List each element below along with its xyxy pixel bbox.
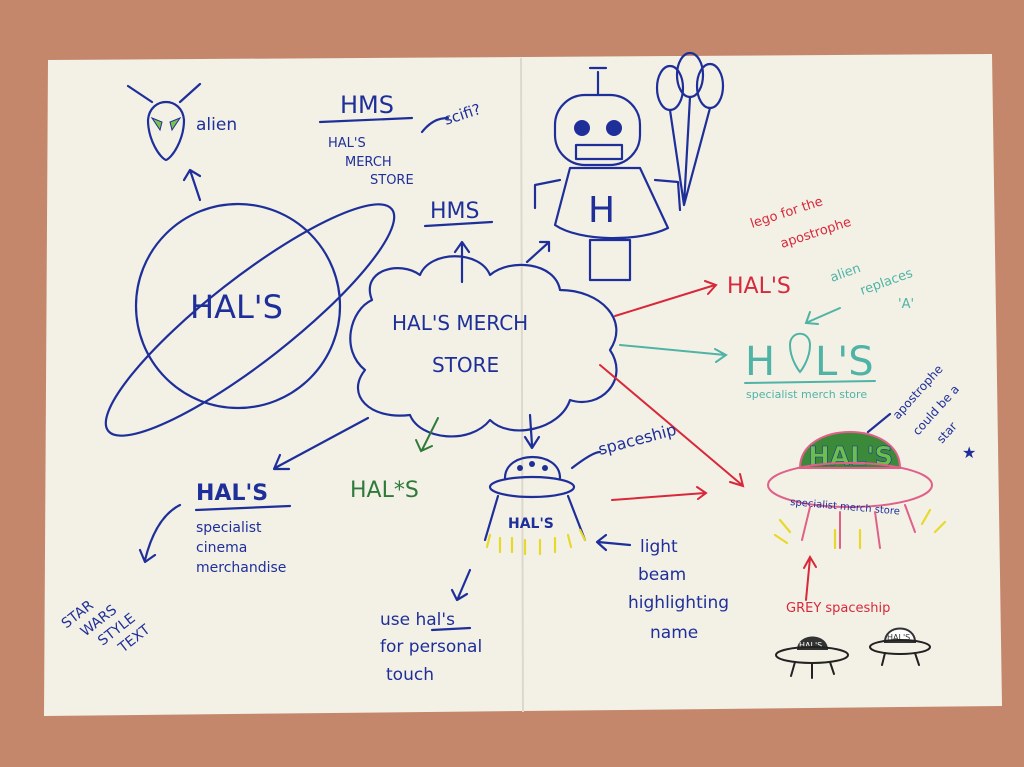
paper-fold: [520, 57, 524, 713]
center-line-2: STORE: [432, 353, 499, 377]
grey-ufo-2-logo: HAL'S: [887, 633, 910, 642]
cinema-logo: HAL'S: [196, 481, 268, 506]
hms-sub-1: HAL'S: [328, 136, 366, 151]
robot-doodle: H: [525, 51, 725, 282]
grey-ufo-1: HAL'S: [775, 636, 849, 679]
alien-label: alien: [196, 115, 237, 135]
hms-mid-title: HMS: [430, 199, 480, 224]
personal-line-3: touch: [386, 665, 434, 685]
ufo-logo-text: HAL'S: [808, 442, 893, 472]
grey-spaceship-label: GREY spaceship: [786, 601, 890, 616]
alien-logo: H L'S specialist merch store: [744, 332, 876, 401]
beam-line-3: highlighting: [628, 593, 729, 613]
robot-letter: H: [588, 190, 615, 231]
alien-logo-rest: L'S: [815, 339, 874, 385]
hms-sub-2: MERCH: [345, 155, 392, 170]
spaceship-doodle: HAL'S: [483, 456, 587, 556]
planet-doodle: HAL'S: [104, 202, 396, 437]
center-cloud: HAL'S MERCH STORE: [349, 255, 618, 438]
spaceship-logo: HAL'S: [508, 516, 554, 532]
hms-top-title: HMS: [340, 91, 394, 119]
alien-logo-h: H: [745, 339, 775, 385]
grey-ufo-1-logo: HAL'S: [799, 641, 822, 650]
alien-logo-tagline: specialist merch store: [746, 388, 867, 401]
alien-note-3: 'A': [898, 297, 914, 312]
cinema-line-3: merchandise: [196, 560, 286, 576]
hms-sub-3: STORE: [370, 173, 414, 188]
star-icon: ★: [962, 443, 976, 462]
lego-logo: HAL'S: [727, 274, 791, 299]
cinema-line-1: specialist: [196, 520, 262, 536]
beam-line-1: light: [640, 537, 678, 557]
grey-ufo-2: HAL'S: [869, 627, 931, 666]
personal-line-1: use hal's: [380, 610, 455, 630]
center-line-1: HAL'S MERCH: [392, 311, 528, 335]
cinema-line-2: cinema: [196, 540, 247, 556]
green-star-logo: HAL*S: [350, 478, 419, 503]
beam-line-4: name: [650, 623, 698, 643]
beam-line-2: beam: [638, 565, 686, 585]
planet-label: HAL'S: [190, 288, 283, 326]
personal-line-2: for personal: [380, 637, 482, 657]
alien-doodle: [126, 82, 202, 202]
hms-top-group: HMS HAL'S MERCH STORE scifi?: [318, 91, 483, 188]
